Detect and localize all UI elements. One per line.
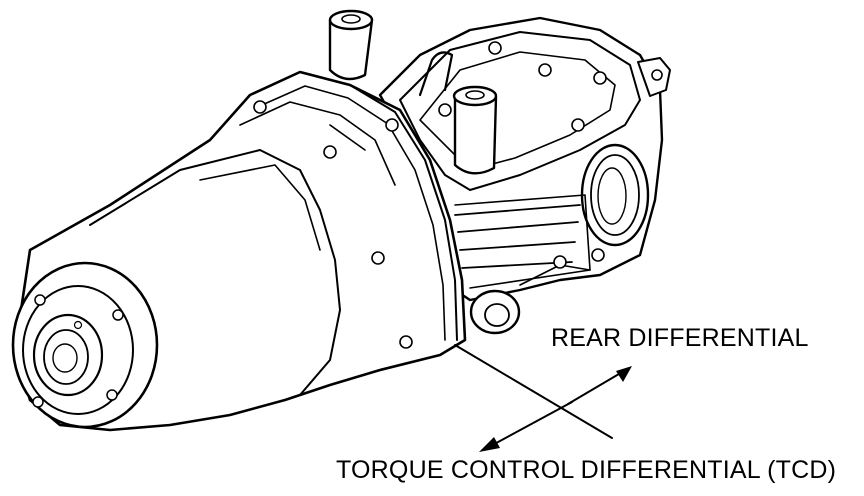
label-torque-control-differential: TORQUE CONTROL DIFFERENTIAL (TCD) (336, 456, 837, 484)
label-rear-differential: REAR DIFFERENTIAL (551, 324, 809, 352)
vent-tube (418, 51, 454, 97)
output-flange (11, 261, 159, 429)
direction-arrow (479, 366, 632, 452)
leader-line (454, 344, 613, 439)
vent-boss-center (452, 85, 498, 175)
vent-boss-left (328, 9, 374, 81)
drain-plug (469, 289, 521, 335)
